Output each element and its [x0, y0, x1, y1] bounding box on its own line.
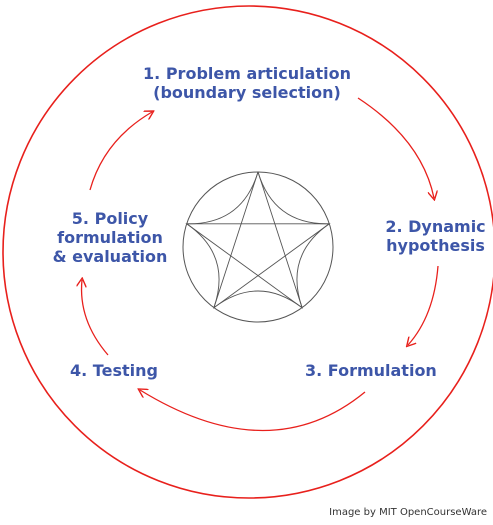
cycle-arrows: [82, 97, 439, 432]
emblem-cusps: [186, 171, 330, 309]
step-2-label: 2. Dynamic hypothesis: [385, 217, 486, 255]
step-5-label: 5. Policy formulation & evaluation: [52, 209, 168, 266]
emblem-star: [185, 171, 331, 309]
arrow-1-to-2: [357, 97, 434, 198]
emblem-circle: [182, 171, 334, 323]
arrow-2-to-3: [408, 265, 439, 345]
image-credit: Image by MIT OpenCourseWare: [329, 507, 487, 518]
outer-ring: [2, 5, 493, 499]
arrow-4-to-5: [82, 280, 109, 356]
arrow-3-to-4: [140, 390, 366, 432]
step-1-label: 1. Problem articulation (boundary select…: [143, 64, 351, 102]
center-emblem: [182, 171, 334, 323]
arrow-5-to-1: [89, 112, 152, 191]
step-3-label: 3. Formulation: [305, 361, 437, 380]
step-4-label: 4. Testing: [70, 361, 158, 380]
